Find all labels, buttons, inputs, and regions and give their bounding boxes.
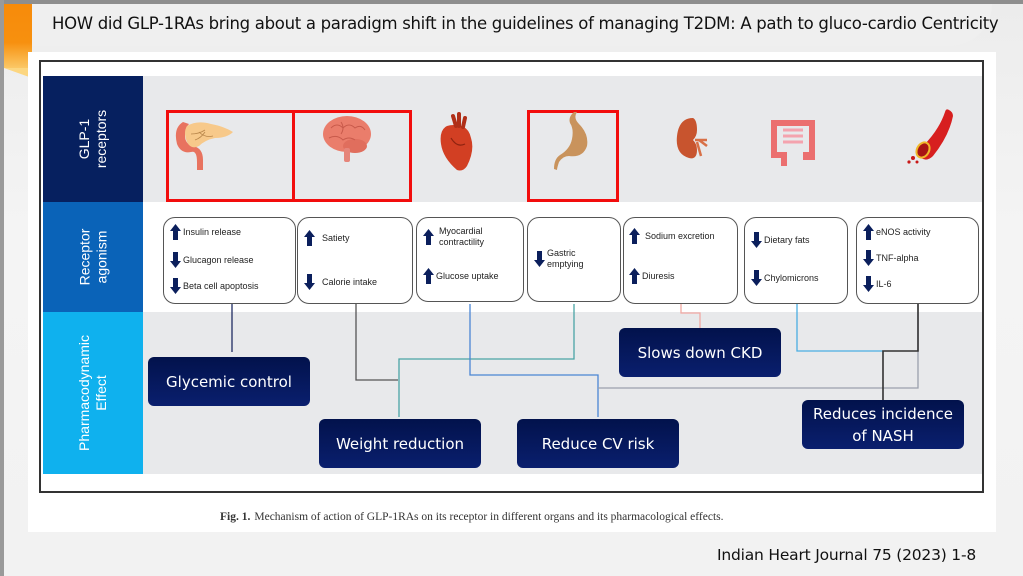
slide-title: HOW did GLP-1RAs bring about a paradigm … (52, 14, 999, 33)
effect-text: Insulin release (183, 226, 242, 237)
agonism-box-pancreas: Insulin release Glucagon release Beta ce… (163, 217, 296, 304)
effect-item: Glucose uptake (423, 268, 499, 284)
agonism-box-stomach: Gastric emptying (527, 217, 621, 302)
effect-text: TNF-alpha (876, 252, 919, 263)
effect-reduces-nash: Reduces incidence of NASH (802, 400, 964, 449)
effect-item: Insulin release (170, 224, 241, 240)
kidney-icon (659, 104, 731, 176)
figure-diagram: GLP-1 receptors Receptor agonism Pharmac… (39, 60, 984, 493)
slide-top-border (0, 0, 1023, 4)
up-arrow-icon (170, 224, 181, 240)
effect-text: Chylomicrons (764, 272, 819, 283)
effect-slows-ckd: Slows down CKD (619, 328, 781, 377)
brain-icon (311, 104, 383, 176)
row-label-effect-text: Pharmacodynamic Effect (76, 335, 109, 451)
highlight-frame-stomach (527, 110, 619, 202)
row-label-agonism-text: Receptor agonism (76, 228, 109, 286)
stomach-icon (539, 104, 611, 176)
down-arrow-icon (863, 250, 874, 266)
effect-item: Gastric emptying (534, 248, 584, 270)
figure-caption: Fig. 1.Mechanism of action of GLP-1RAs o… (220, 511, 724, 523)
effect-item: Dietary fats (751, 232, 810, 248)
effect-text: Beta cell apoptosis (183, 280, 259, 291)
agonism-box-intestine: Dietary fats Chylomicrons (744, 217, 848, 304)
citation: Indian Heart Journal 75 (2023) 1-8 (717, 546, 977, 564)
up-arrow-icon (629, 228, 640, 244)
effect-text: Dietary fats (764, 234, 810, 245)
effect-text: Diuresis (642, 270, 675, 281)
up-arrow-icon (304, 230, 315, 246)
effect-text: Gastric emptying (547, 248, 584, 269)
down-arrow-icon (751, 270, 762, 286)
down-arrow-icon (170, 278, 181, 294)
row-label-effect: Pharmacodynamic Effect (43, 312, 143, 474)
effect-item: IL-6 (863, 276, 892, 292)
receptors-band (143, 76, 982, 202)
effect-text: Sodium excretion (645, 230, 715, 241)
down-arrow-icon (863, 276, 874, 292)
down-arrow-icon (304, 274, 315, 290)
effect-item: Chylomicrons (751, 270, 819, 286)
effect-item: eNOS activity (863, 224, 931, 240)
slide-left-border (0, 0, 4, 576)
down-arrow-icon (170, 252, 181, 268)
effect-item: Calorie intake (304, 274, 377, 290)
caption-text: Mechanism of action of GLP-1RAs on its r… (254, 511, 724, 523)
down-arrow-icon (534, 251, 545, 267)
effect-item: Myocardial contractility (423, 226, 484, 248)
up-arrow-icon (629, 268, 640, 284)
intestine-icon (757, 104, 829, 176)
down-arrow-icon (751, 232, 762, 248)
row-label-receptors-text: GLP-1 receptors (75, 109, 109, 169)
up-arrow-icon (863, 224, 874, 240)
effect-item: Sodium excretion (629, 228, 715, 244)
effect-text: eNOS activity (876, 226, 931, 237)
agonism-box-heart: Myocardial contractility Glucose uptake (416, 217, 524, 302)
title-band (32, 4, 992, 46)
row-label-receptors: GLP-1 receptors (43, 76, 143, 202)
row-label-agonism: Receptor agonism (43, 202, 143, 312)
up-arrow-icon (423, 229, 434, 245)
agonism-box-brain: Satiety Calorie intake (297, 217, 413, 304)
agonism-box-vessel: eNOS activity TNF-alpha IL-6 (856, 217, 979, 304)
blood-vessel-icon (893, 104, 965, 176)
effect-text: Glucose uptake (436, 270, 499, 281)
pancreas-icon (169, 104, 241, 176)
effect-item: Diuresis (629, 268, 675, 284)
up-arrow-icon (423, 268, 434, 284)
effect-item: Glucagon release (170, 252, 254, 268)
effect-item: TNF-alpha (863, 250, 919, 266)
effect-text: Myocardial contractility (439, 226, 485, 247)
effect-reduce-cv-risk: Reduce CV risk (517, 419, 679, 468)
heart-icon (423, 104, 495, 176)
highlight-frame-brain (292, 110, 412, 202)
effect-item: Beta cell apoptosis (170, 278, 259, 294)
caption-label: Fig. 1. (220, 511, 251, 523)
effect-text: Glucagon release (183, 254, 254, 265)
effect-text: Calorie intake (322, 276, 378, 287)
effect-text: Satiety (322, 232, 350, 243)
effect-item: Satiety (304, 230, 350, 246)
agonism-box-kidney: Sodium excretion Diuresis (623, 217, 738, 304)
effect-weight-reduction: Weight reduction (319, 419, 481, 468)
effect-glycemic-control: Glycemic control (148, 357, 310, 406)
effect-text: IL-6 (876, 278, 892, 289)
accent-tab (4, 4, 32, 78)
